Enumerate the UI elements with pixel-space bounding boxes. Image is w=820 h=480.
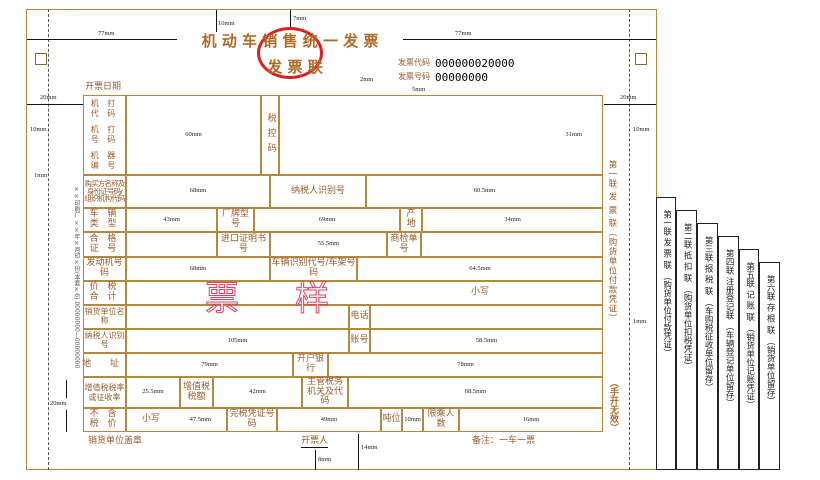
phone-label: 电话 [349, 305, 370, 329]
tonnage-field: 10mm [402, 408, 423, 432]
left-perforation [48, 9, 49, 470]
brand-label: 厂牌型号 [217, 208, 254, 232]
address-label: 地 址 [82, 353, 126, 377]
buyer-field: 68mm [126, 175, 270, 208]
dim: 1mm [633, 318, 647, 325]
copy-tab: 第五联 记 账 联 （销货单位记账凭证） [739, 249, 759, 470]
sample-stamp-2: 样 [295, 279, 330, 319]
invoice-code-label: 发票代码 [398, 58, 430, 67]
invoice-no: 00000000 [435, 71, 488, 84]
invoice-title: 机 动 车 销 售 统 一 发 票 [201, 32, 379, 50]
left-marker [35, 53, 47, 65]
copy-label: 第一联 发 票 联（购货单位付款凭证） [607, 160, 617, 324]
phone-field [370, 305, 603, 329]
dim: 20mm [50, 400, 67, 407]
vat-amount-field: 42mm [213, 377, 302, 408]
origin-label: 产 地 [400, 208, 422, 232]
buyer-taxid-field: 60.5mm [366, 175, 603, 208]
dim: 10mm [218, 20, 235, 27]
dim: 77mm [455, 30, 472, 37]
machine-code-field: 60mm [126, 95, 261, 175]
cert-label: 合 格 证 号 [83, 232, 126, 257]
dim: 1mm [34, 172, 48, 179]
dim: 8mm [318, 456, 332, 463]
vehicle-type-field: 43mm [126, 208, 217, 232]
seller-label: 销货单位名称 [83, 305, 126, 329]
dim: 77mm [98, 30, 115, 37]
invoice-subtitle: 发 票 联 [267, 58, 323, 76]
dim: 7mm [293, 15, 307, 22]
inspection-field [421, 232, 603, 257]
dim: 10mm [633, 126, 650, 133]
vehicle-type-label: 车 辆 类 型 [83, 208, 126, 232]
price-total-field: 小写 [126, 281, 603, 305]
date-label: 开票日期 [85, 82, 122, 92]
vat-rate-field: 25.5mm [126, 377, 180, 408]
dim: 10mm [30, 126, 47, 133]
dim: 20mm [40, 94, 57, 101]
printer-info: ××印刷厂 ××年×月印×份(本套×6) 00000000—00000000 [73, 186, 80, 369]
copy-tab: 第三联 报 税 联 （车购税征收单位留存） [697, 223, 718, 470]
copy-tab: 第一联 发 票 联 （购货单位付款凭证） [656, 197, 676, 470]
bank-label: 开户银行 [293, 353, 328, 377]
right-perforation [629, 9, 630, 470]
tax-authority-field: 68.5mm [348, 377, 603, 408]
seller-seal-label: 销货单位盖章 [88, 436, 143, 446]
right-marker [635, 53, 647, 65]
tax-voucher-label: 完税凭证号码 [227, 408, 277, 432]
sample-stamp-1: 票 [205, 279, 240, 319]
seats-field: 16mm [459, 408, 603, 432]
bank-field: 78mm [328, 353, 603, 377]
copy-tab: 第四联 注册登记联 （车辆登记单位留存） [718, 236, 739, 470]
no-tax-price-label: 不 含 税 价 [83, 408, 126, 432]
cert-field [126, 232, 217, 257]
dim: 2mm [360, 76, 374, 83]
address-field: 79mm [126, 353, 293, 377]
tonnage-label: 吨位 [381, 408, 402, 432]
inspection-label: 商检单号 [387, 232, 421, 257]
vin-field: 64.5mm [357, 257, 603, 281]
supervision-seal [257, 27, 323, 79]
seats-label: 限乘人数 [423, 408, 459, 432]
seller-taxid-field: 105mm [126, 329, 349, 353]
import-cert-label: 进口证明书号 [217, 232, 270, 257]
dim: 5mm [412, 86, 426, 93]
tax-voucher-field: 49mm [277, 408, 381, 432]
account-label: 账号 [349, 329, 370, 353]
tax-control-field: 31mm [279, 95, 603, 175]
dim: 20mm [620, 94, 637, 101]
tax-control-label: 税控码 [261, 95, 279, 175]
engine-field: 68mm [126, 257, 270, 281]
invoice-no-label: 发票号码 [398, 72, 430, 81]
vin-label: 车辆识别代号/车架号码 [270, 257, 357, 281]
import-cert-field: 55.5mm [270, 232, 387, 257]
seller-field [126, 305, 349, 329]
machine-labels: 机 打 代 码机 打 号 码机 器 编 号 [83, 95, 126, 175]
copy-tab: 第二联 抵 扣 联 （购货单位扣税凭证） [676, 210, 697, 470]
price-total-label: 价 税 合 计 [83, 281, 126, 305]
vat-rate-label: 增值税税率或征收率 [83, 377, 126, 408]
copy-tab: 第六联 存 根 联 （销货单位留存） [759, 262, 780, 470]
account-field: 58.5mm [370, 329, 603, 353]
handwritten-invalid-note: （手开无效） [608, 378, 618, 432]
origin-field: 34mm [422, 208, 603, 232]
buyer-label: 购买方名称及身份证号码/组织机构代码 [83, 175, 126, 208]
tax-authority-label: 主管税务机关及代码 [302, 377, 348, 408]
brand-field: 69mm [254, 208, 400, 232]
engine-label: 发动机号码 [83, 257, 126, 281]
remark: 备注：一车一票 [472, 436, 536, 446]
drawer-label: 开票人 [301, 436, 329, 448]
buyer-taxid-label: 纳税人识别号 [270, 175, 366, 208]
dim: 14mm [361, 444, 378, 451]
seller-taxid-label: 纳税人识别号 [83, 329, 126, 353]
invoice-code: 000000020000 [435, 57, 515, 70]
vat-amount-label: 增值税税额 [180, 377, 213, 408]
